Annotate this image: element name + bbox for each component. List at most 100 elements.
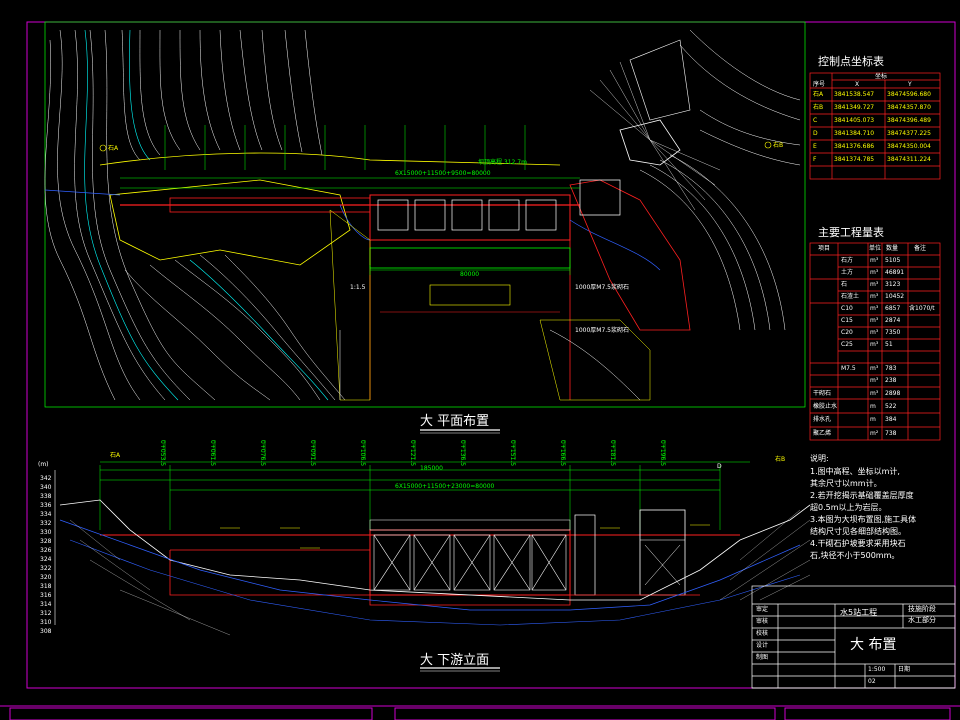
station-label: 0+106.5 (359, 440, 366, 467)
spillway-length-label: 80000 (460, 271, 480, 278)
elevation-unit: (m) (38, 461, 49, 468)
gate-bays (369, 529, 571, 596)
quantity-value: 2874 (885, 317, 901, 324)
quantity-unit: m³ (870, 329, 879, 336)
quantity-item: 石方 (841, 257, 854, 264)
quantity-unit: m³ (870, 390, 879, 397)
control-row-x: 3841374.785 (834, 156, 875, 163)
left-contours (44, 29, 346, 401)
quantity-table-grid (809, 242, 941, 441)
quantity-unit: m³ (870, 281, 879, 288)
title-block-stage: 技施阶段 (908, 605, 936, 613)
quantity-table-title: 主要工程量表 (818, 226, 884, 239)
quantity-value: 5105 (885, 257, 901, 264)
control-row-id: C (813, 117, 818, 124)
quantity-unit: m³ (870, 257, 879, 264)
quantity-item: 石 (841, 281, 848, 288)
quantity-header-item: 项目 (818, 245, 831, 252)
title-block-label: 校核 (756, 630, 769, 637)
title-block-drawing-title: 大 布置 (850, 637, 897, 653)
riprap-label-1: 1000厚M7.5浆砌石 (575, 284, 629, 291)
quantity-unit: m (870, 403, 876, 410)
station-label: 0+196.5 (659, 440, 666, 467)
control-point-b-label: 右B (773, 142, 784, 149)
quantity-unit: m³ (870, 377, 879, 384)
spillway-gates (369, 194, 571, 241)
scale-tick: 332 (40, 520, 52, 527)
ground-profile (59, 499, 811, 601)
plan-border (44, 21, 806, 408)
control-table-title: 控制点坐标表 (818, 55, 884, 68)
riprap-label-2: 1000厚M7.5浆砌石 (575, 327, 629, 334)
quantity-note: 含1070/t (909, 305, 935, 312)
notes-line: 2.若开挖揭示基础覆盖层厚度 (810, 491, 914, 500)
scale-tick: 326 (40, 547, 52, 554)
control-row-y: 38474311.224 (887, 156, 931, 163)
quantity-value: 3123 (885, 281, 901, 288)
title-block-label: 设计 (756, 642, 769, 649)
quantity-value: 6857 (885, 305, 901, 312)
title-block-label: 制图 (756, 654, 769, 661)
notes-line: 4.干砌石护坡要求采用块石 (810, 539, 906, 548)
control-row-x: 3841349.727 (834, 104, 875, 111)
crest-elevation-label: 坝顶高程 312.7m (478, 159, 527, 166)
station-label: 0+076.5 (259, 440, 266, 467)
water-lines (44, 189, 661, 271)
elevation-marker-b: 右B (775, 456, 786, 463)
control-row-y: 38474596.680 (887, 91, 931, 98)
quantity-item: C10 (841, 305, 853, 312)
slope-label: 1:1.5 (350, 284, 366, 291)
control-point-a-label: 石A (108, 145, 119, 152)
quantity-header-qty: 数量 (886, 245, 899, 252)
elevation-view (54, 440, 811, 636)
quantity-item: C15 (841, 317, 853, 324)
title-block-label: 审核 (756, 618, 769, 625)
control-row-y: 38474377.225 (887, 130, 931, 137)
access-road (99, 152, 561, 166)
scale-tick: 336 (40, 502, 52, 509)
scale-tick: 322 (40, 565, 52, 572)
quantity-header-unit: 单位 (869, 245, 882, 252)
scale-tick: 316 (40, 592, 52, 599)
title-block-scale: 1:500 (868, 666, 886, 673)
quantity-unit: m³ (870, 365, 879, 372)
station-label: 0+151.5 (509, 440, 516, 467)
scale-tick: 314 (40, 601, 52, 608)
left-bank-structure (109, 179, 351, 266)
quantity-value: 238 (885, 377, 897, 384)
elevation-top-dim: 185000 (420, 465, 443, 472)
quantity-value: 10452 (885, 293, 905, 300)
scale-tick: 308 (40, 628, 52, 635)
slope-hatching (589, 61, 721, 211)
station-label: 0+121.5 (409, 440, 416, 467)
station-label: 0+166.5 (559, 440, 566, 467)
station-label: 0+053.5 (159, 440, 166, 467)
control-row-id: E (813, 143, 817, 150)
apron (429, 284, 511, 306)
scale-tick: 330 (40, 529, 52, 536)
notes-line: 结构尺寸见各细部结构图。 (810, 527, 906, 536)
quantity-value: 7350 (885, 329, 901, 336)
quantity-unit: m³ (870, 269, 879, 276)
control-row-x: 3841376.686 (834, 143, 875, 150)
plan-view (44, 21, 806, 408)
scale-tick: 328 (40, 538, 52, 545)
quantity-item: C25 (841, 341, 853, 348)
control-table-header-coord: 坐标 (875, 73, 888, 80)
control-row-y: 38474357.870 (887, 104, 931, 111)
right-bank-wall (569, 179, 691, 331)
scale-tick: 342 (40, 475, 52, 482)
quantity-item: 干砌石 (813, 390, 832, 397)
plan-dims-label: 6X15000+11500+9500=80000 (395, 170, 491, 177)
plan-dim-chain (120, 177, 580, 275)
quantity-value: 384 (885, 416, 897, 423)
scale-tick: 340 (40, 484, 52, 491)
elevation-view-title: 大 下游立面 (420, 653, 490, 668)
scale-tick: 324 (40, 556, 52, 563)
next-sheet-left (9, 707, 373, 720)
scale-tick: 310 (40, 619, 52, 626)
quantity-value: 738 (885, 430, 897, 437)
control-row-x: 3841384.710 (834, 130, 875, 137)
station-label: 0+136.5 (459, 440, 466, 467)
